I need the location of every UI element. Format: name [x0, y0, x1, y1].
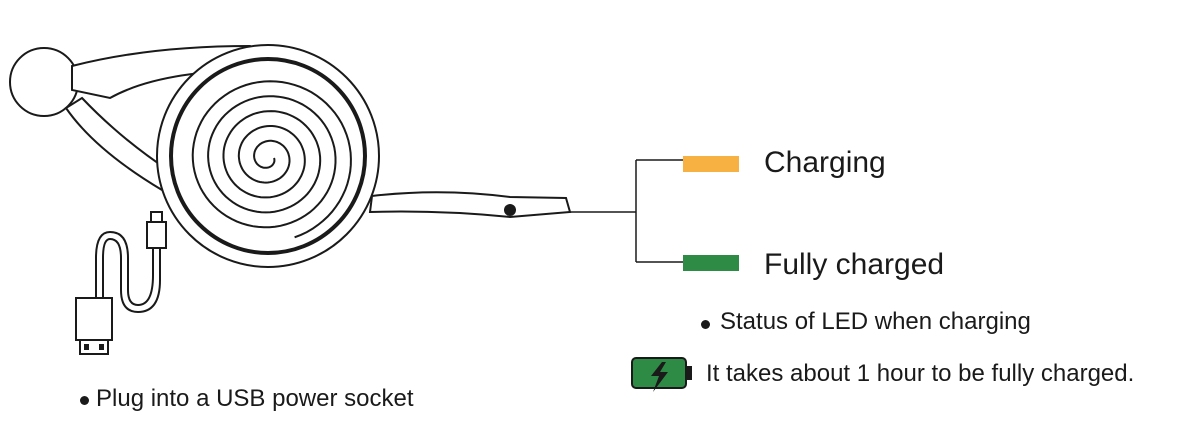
charge-time-note: It takes about 1 hour to be fully charge… — [706, 360, 1135, 387]
leader-lines — [570, 159, 683, 263]
usb-plug-note: Plug into a USB power socket — [96, 385, 414, 412]
led-charging-swatch — [683, 156, 739, 172]
charging-label: Charging — [764, 146, 886, 179]
ear-hook-lower — [64, 96, 170, 192]
fully-charged-label: Fully charged — [764, 248, 945, 281]
microphone-boom — [368, 191, 572, 219]
bullet-icon — [701, 320, 710, 329]
led-status-note: Status of LED when charging — [720, 308, 1031, 335]
headset-body-ring — [169, 57, 367, 255]
battery-charging-icon — [631, 357, 692, 392]
usb-a-plug — [75, 297, 113, 341]
led-full-swatch — [683, 255, 739, 271]
usb-cable — [75, 211, 167, 355]
micro-usb-plug — [146, 221, 167, 249]
micro-usb-tip — [150, 211, 163, 223]
bullet-icon — [80, 396, 89, 405]
led-indicator — [504, 204, 516, 216]
usb-a-connector — [79, 339, 109, 355]
speaker-spiral — [191, 80, 352, 239]
